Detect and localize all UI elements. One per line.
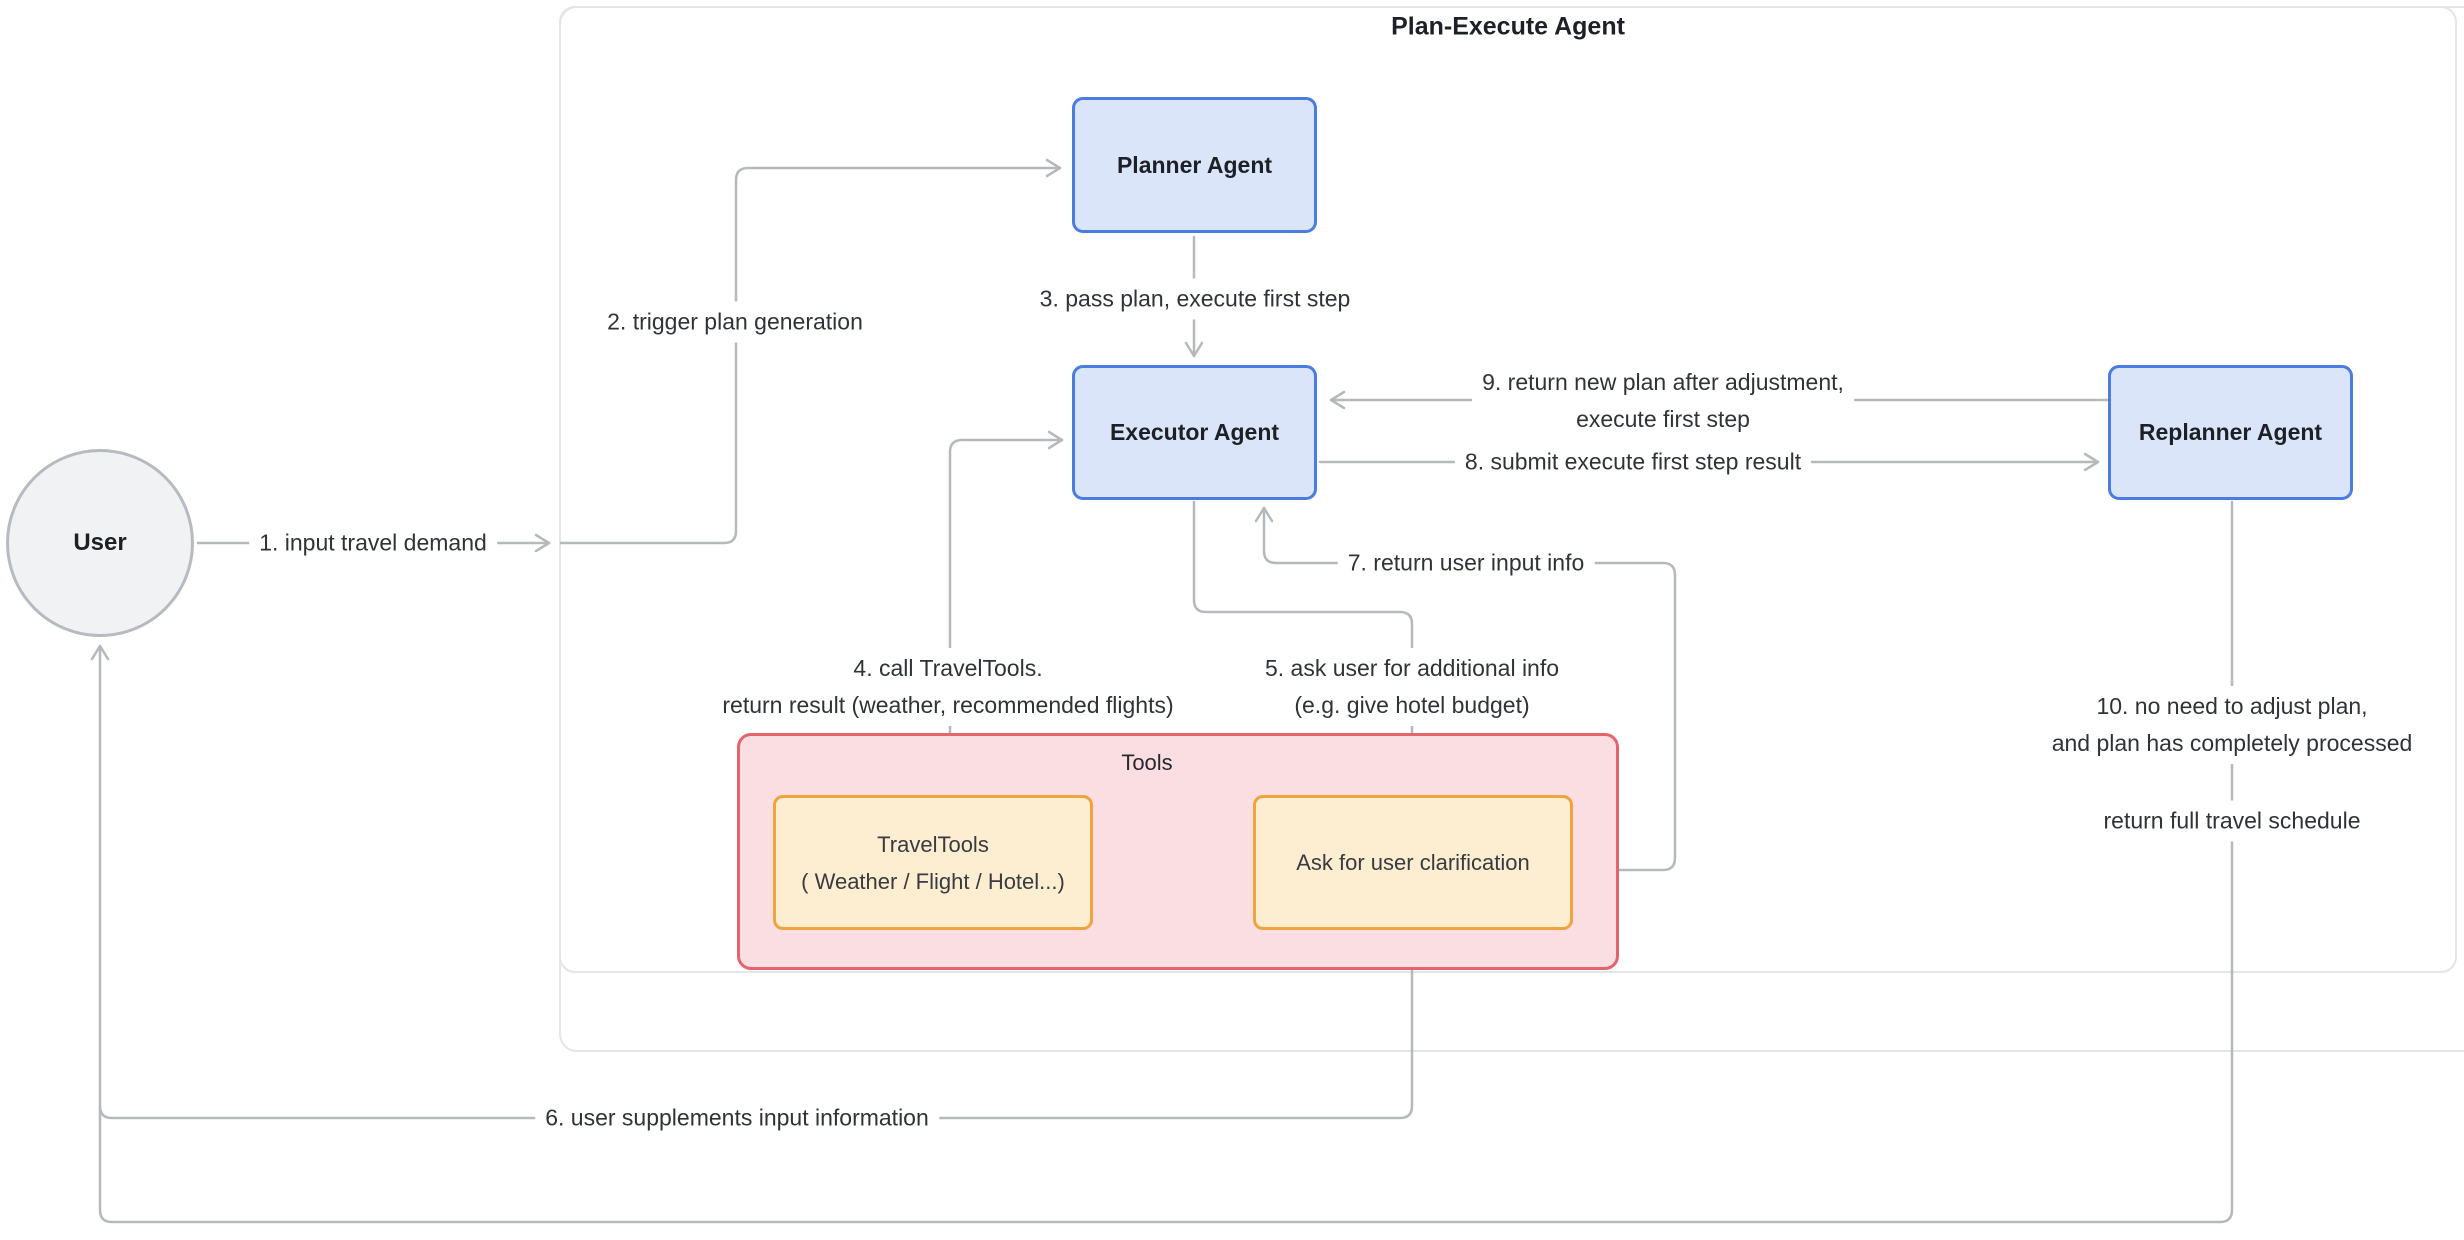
node-executor-agent: Executor Agent [1072,365,1317,500]
edge-label-5: 5. ask user for additional info (e.g. gi… [1254,648,1570,726]
edge-2-trigger-plan [559,158,1062,545]
edge-label-2: 2. trigger plan generation [597,301,873,343]
traveltools-label-line1: TravelTools [877,831,989,857]
diagram-title: Plan-Execute Agent [1381,12,1635,42]
edge-label-8: 8. submit execute first step result [1454,441,1812,483]
edge-label-4-line2: return result (weather, recommended flig… [722,692,1174,718]
edge-label-9: 9. return new plan after adjustment, exe… [1472,362,1854,440]
edge-6-user-supplements [98,938,1422,1120]
edge-label-5-line2: (e.g. give hotel budget) [1294,692,1530,718]
node-planner-agent: Planner Agent [1072,97,1317,233]
node-ask-user-clarification: Ask for user clarification [1253,795,1573,930]
edge-label-10-line2: and plan has completely processed [2051,730,2413,756]
edge-label-6: 6. user supplements input information [535,1097,939,1139]
edge-label-10-line1: 10. no need to adjust plan, [2096,693,2368,719]
ask-user-label: Ask for user clarification [1296,850,1530,875]
edge-label-10b: return full travel schedule [2093,800,2371,842]
plan-execute-agent-frame [559,6,2457,973]
edge-label-10: 10. no need to adjust plan, and plan has… [2041,686,2423,764]
node-replanner-label: Replanner Agent [2138,419,2323,445]
node-executor-label: Executor Agent [1109,419,1280,445]
edge-label-4: 4. call TravelTools. return result (weat… [712,648,1184,726]
node-user-label: User [73,529,127,556]
node-replanner-agent: Replanner Agent [2108,365,2353,500]
traveltools-label-line2: ( Weather / Flight / Hotel...) [801,868,1065,894]
edge-label-4-line1: 4. call TravelTools. [853,655,1043,681]
edge-label-1: 1. input travel demand [249,522,497,564]
edge-7-return-user-input [1254,506,1677,872]
edge-4-call-traveltools [940,430,1064,790]
edge-5-ask-user [1192,500,1422,790]
edge-label-3: 3. pass plan, execute first step [1029,278,1361,320]
edge-10-return-schedule [90,500,2234,1224]
node-user: User [6,449,194,637]
edge-label-9-line2: execute first step [1576,406,1750,432]
edge-label-5-line1: 5. ask user for additional info [1264,655,1560,681]
node-traveltools: TravelTools ( Weather / Flight / Hotel..… [773,795,1093,930]
tools-group-label: Tools [1121,750,1173,775]
node-planner-label: Planner Agent [1116,151,1273,178]
edge-label-9-line1: 9. return new plan after adjustment, [1482,369,1844,395]
edge-label-7: 7. return user input info [1337,542,1595,584]
